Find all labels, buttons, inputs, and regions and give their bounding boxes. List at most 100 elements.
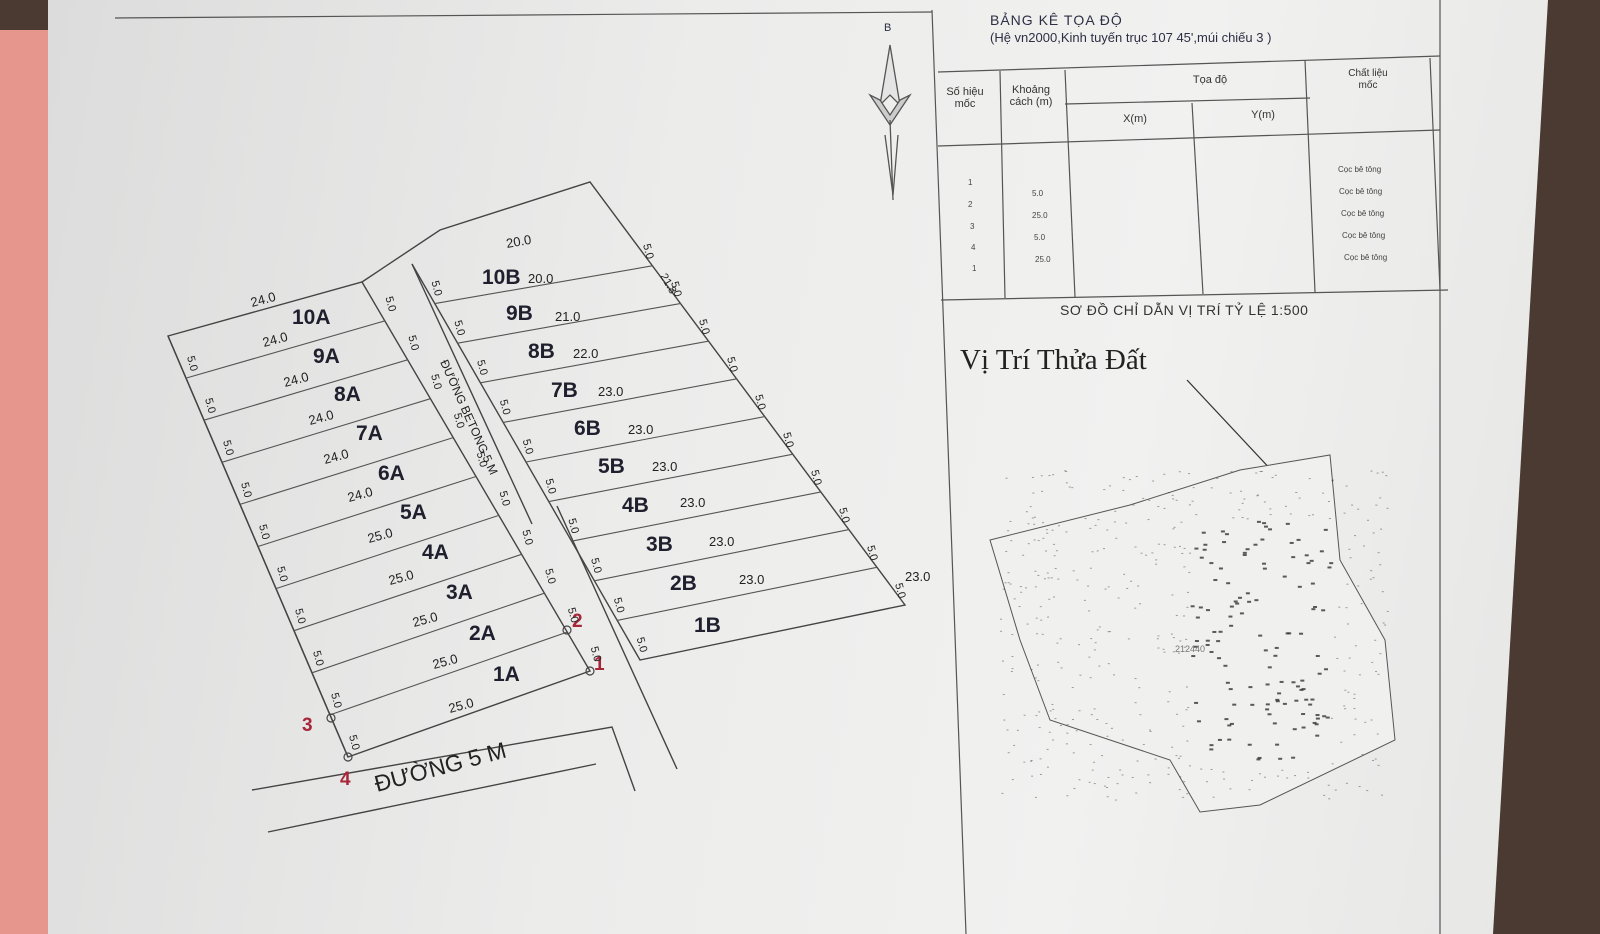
map-texture-mark [1048,598,1051,600]
map-texture-mark [1051,703,1054,705]
lot-7a-length: 24.0 [307,407,335,428]
map-texture-mark [1232,517,1235,519]
marker-2: 2 [572,611,583,632]
map-texture-mark [1304,698,1309,701]
map-texture-mark [1271,477,1274,479]
lot-1a-label: 1A [493,663,520,686]
map-texture-mark [1084,518,1087,520]
map-texture-mark [1370,719,1373,721]
map-texture-mark [1212,630,1217,633]
map-texture-mark [1177,757,1180,759]
map-texture-mark [1088,781,1091,783]
lot-8b-length: 22.0 [573,346,598,361]
map-texture-mark [1096,629,1099,631]
map-texture-mark [1042,537,1045,539]
marker-3: 3 [302,715,313,736]
map-texture-mark [1227,724,1232,727]
map-texture-mark [1030,760,1033,762]
map-texture-mark [1187,707,1190,709]
frontage-length: 5.0 [429,279,445,297]
map-texture-mark [1135,476,1138,478]
row2-marker: 2 [968,200,973,209]
map-texture-mark [1329,562,1334,565]
frontage-length: 5.0 [836,506,852,524]
road-inner-label: ĐƯỜNG BETONG 5 M [437,357,501,477]
map-texture-mark [1375,504,1378,506]
map-texture-mark [1013,744,1016,746]
frontage-length: 5.0 [520,438,536,456]
map-texture-mark [1372,577,1375,579]
map-texture-mark [1343,512,1346,514]
lot-a-divider [203,359,408,421]
map-texture-mark [1171,746,1174,748]
map-texture-mark [1232,703,1237,706]
map-texture-mark [1265,683,1270,686]
map-texture-mark [1200,768,1203,770]
row5-distance: 25.0 [1035,255,1051,264]
map-texture-mark [1205,609,1210,612]
map-texture-mark [1054,568,1057,570]
map-texture-mark [1262,567,1267,570]
frontage-length: 5.0 [892,582,908,600]
map-texture-mark [1248,789,1251,791]
frontage-length: 5.0 [256,523,272,541]
map-texture-mark [1202,548,1207,551]
map-texture-mark [1345,607,1348,609]
lot-8a-label: 8A [334,383,361,406]
map-texture-mark [1296,538,1301,541]
frontage-length: 5.0 [497,398,513,416]
map-texture-mark [1173,546,1176,548]
map-texture-mark [1241,502,1244,504]
map-texture-mark [1093,761,1096,763]
map-texture-mark [1128,479,1131,481]
map-texture-mark [1034,677,1037,679]
map-texture-mark [1272,722,1277,725]
map-texture-mark [1029,506,1032,508]
map-texture-mark [1163,507,1166,509]
map-texture-mark [1033,523,1036,525]
map-texture-mark [1066,795,1069,797]
map-texture-mark [1163,651,1166,653]
map-texture-mark [1007,582,1010,584]
col-coordinates: Tọa độ [1192,74,1228,86]
map-texture-mark [1109,485,1112,487]
map-texture-mark [1057,525,1060,527]
map-texture-mark [1347,691,1350,693]
map-texture-mark [1227,738,1232,741]
map-texture-mark [1057,661,1060,663]
map-texture-mark [1246,518,1249,520]
map-texture-mark [1147,774,1150,776]
map-texture-mark [1183,781,1186,783]
map-texture-mark [1076,579,1079,581]
map-texture-mark [1224,718,1229,721]
map-texture-mark [1140,552,1143,554]
map-texture-mark [1078,710,1081,712]
map-texture-mark [1016,729,1019,731]
map-texture-mark [1376,472,1379,474]
lot-a-divider [275,514,499,590]
map-texture-mark [1209,748,1214,751]
map-texture-mark [1139,714,1142,716]
map-texture-mark [1096,550,1099,552]
map-texture-mark [1327,784,1330,786]
map-texture-mark [1291,681,1296,684]
coord-table-title: BẢNG KÊ TỌA ĐỘ [990,12,1123,28]
map-texture-mark [1328,518,1331,520]
map-texture-mark [1093,649,1096,651]
frontage-length: 5.0 [328,692,344,710]
map-texture-mark [1152,480,1155,482]
map-texture-mark [1073,787,1076,789]
map-texture-mark [1135,792,1138,794]
map-texture-mark [1060,667,1063,669]
map-texture-mark [1218,630,1223,633]
map-texture-mark [1229,722,1234,725]
map-texture-mark [1121,774,1124,776]
map-texture-mark [1300,679,1305,682]
map-texture-mark [1031,775,1034,777]
map-texture-mark [1181,552,1184,554]
map-texture-mark [1053,596,1056,598]
map-texture-mark [1331,480,1334,482]
map-texture-mark [1222,771,1225,773]
map-texture-mark [1284,505,1287,507]
map-texture-mark [1096,718,1099,720]
